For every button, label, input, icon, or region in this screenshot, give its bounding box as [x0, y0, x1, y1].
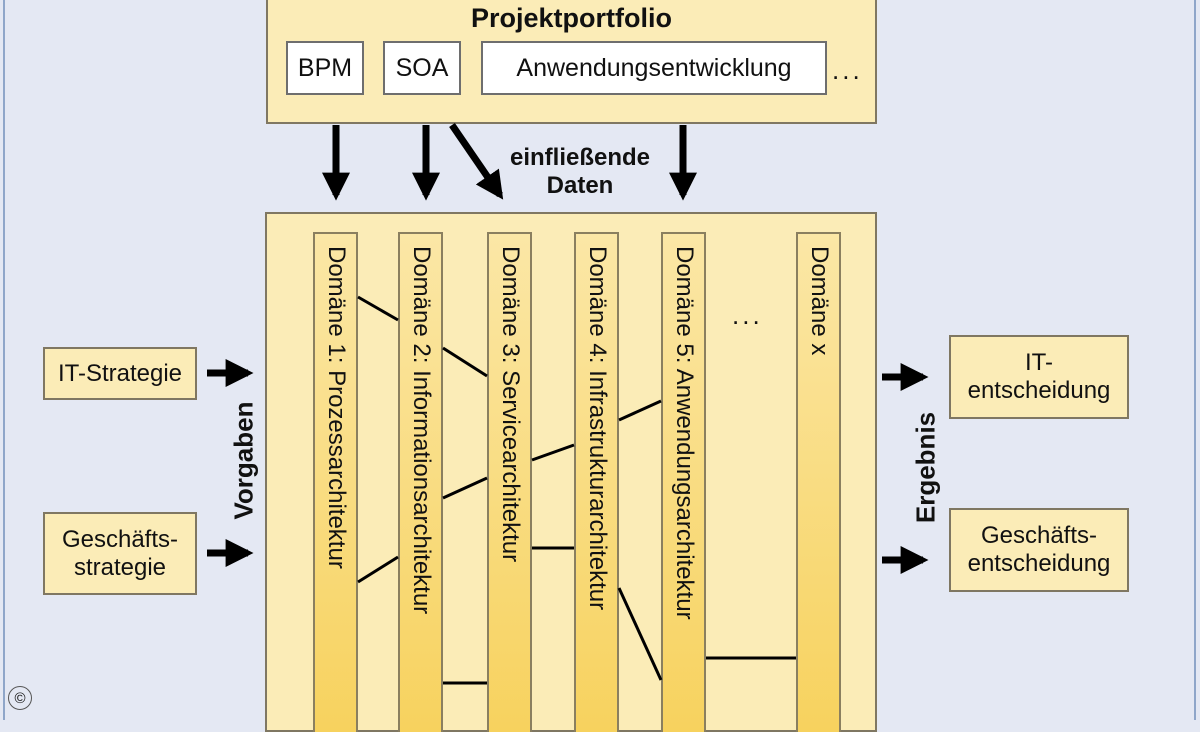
- business-strategy-line2: strategie: [73, 553, 167, 581]
- business-decision-line2: entscheidung: [967, 550, 1111, 577]
- business-decision-line1: Geschäfts-: [980, 522, 1098, 549]
- business-decision-box: Geschäfts- entscheidung: [949, 508, 1129, 592]
- portfolio-item-soa: SOA: [383, 41, 461, 95]
- connector-d4-d5-bottom: [617, 587, 663, 681]
- flow-label-line2: Daten: [546, 172, 614, 199]
- domain-column-5: Domäne 5: Anwendungsarchitektur: [661, 232, 706, 732]
- domain-column-2: Domäne 2: Informationsarchitektur: [398, 232, 443, 732]
- flow-label-line1: einfließende: [509, 144, 651, 171]
- it-decision-box: IT- entscheidung: [949, 335, 1129, 419]
- connector-d2-d3-mid: [442, 476, 488, 500]
- it-strategy-box: IT-Strategie: [43, 347, 197, 400]
- domain-column-3: Domäne 3: Servicearchitektur: [487, 232, 532, 732]
- it-decision-line2: entscheidung: [967, 377, 1111, 404]
- copyright-icon: ©: [8, 686, 32, 710]
- portfolio-item-anwendungsentwicklung: Anwendungsentwicklung: [481, 41, 827, 95]
- project-portfolio-title: Projektportfolio: [471, 3, 672, 33]
- domain-column-1: Domäne 1: Prozessarchitektur: [313, 232, 358, 732]
- portfolio-item-bpm: BPM: [286, 41, 364, 95]
- business-strategy-line1: Geschäfts-: [61, 525, 179, 553]
- it-decision-line1: IT-: [1025, 349, 1053, 376]
- domain-column-4: Domäne 4: Infrastrukturarchitektur: [574, 232, 619, 732]
- arrow-soa-to-service: [449, 123, 504, 200]
- flow-label: einfließende Daten: [495, 144, 665, 200]
- connector-d4-d5-mid: [618, 399, 662, 422]
- connector-d1-d2-top: [357, 295, 399, 322]
- connector-d3-d4-mid: [531, 443, 575, 462]
- business-strategy-box: Geschäfts- strategie: [43, 512, 197, 595]
- domains-ellipsis: ...: [732, 300, 763, 330]
- portfolio-ellipsis: ...: [832, 55, 863, 85]
- connector-d2-d3-top: [442, 346, 488, 378]
- domain-container: [265, 212, 877, 732]
- domain-column-x: Domäne x: [796, 232, 841, 732]
- connector-d1-d2-bottom: [357, 555, 399, 584]
- diagram-frame: [3, 0, 1196, 720]
